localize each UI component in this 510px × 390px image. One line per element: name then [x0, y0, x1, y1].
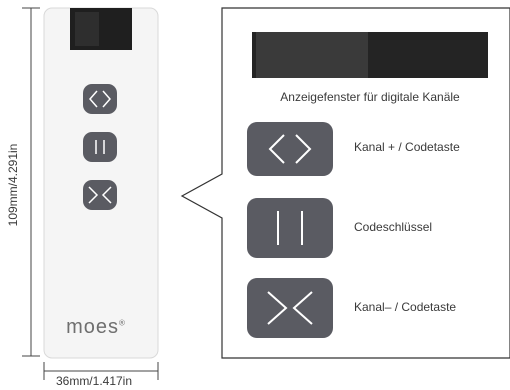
- width-dimension-line: [43, 362, 159, 380]
- label-code-key: Codeschlüssel: [354, 220, 433, 234]
- remote-button-code-key[interactable]: [83, 132, 117, 162]
- label-channel-up: Kanal + / Codetaste: [354, 140, 460, 154]
- remote-button-channel-down[interactable]: [83, 180, 117, 210]
- brand-trademark: ®: [119, 318, 126, 328]
- display-caption: Anzeigefenster für digitale Kanäle: [280, 90, 460, 104]
- label-channel-down: Kanal– / Codetaste: [354, 300, 457, 314]
- brand-logo-text: moes: [66, 316, 119, 338]
- callout-button-channel-up: [247, 122, 333, 176]
- height-dimension-line: [22, 7, 40, 357]
- callout-button-code-key: [247, 198, 333, 258]
- remote-display-reflection: [75, 12, 99, 46]
- callout-button-channel-down: [247, 278, 333, 338]
- remote-button-channel-up[interactable]: [83, 84, 117, 114]
- width-dimension-label: 36mm/1.417in: [55, 374, 133, 388]
- height-dimension-label: 109mm/4.291in: [6, 143, 20, 227]
- callout-box: [180, 7, 510, 359]
- brand-logo: moes®: [36, 316, 156, 339]
- callout-display-reflection: [256, 32, 368, 78]
